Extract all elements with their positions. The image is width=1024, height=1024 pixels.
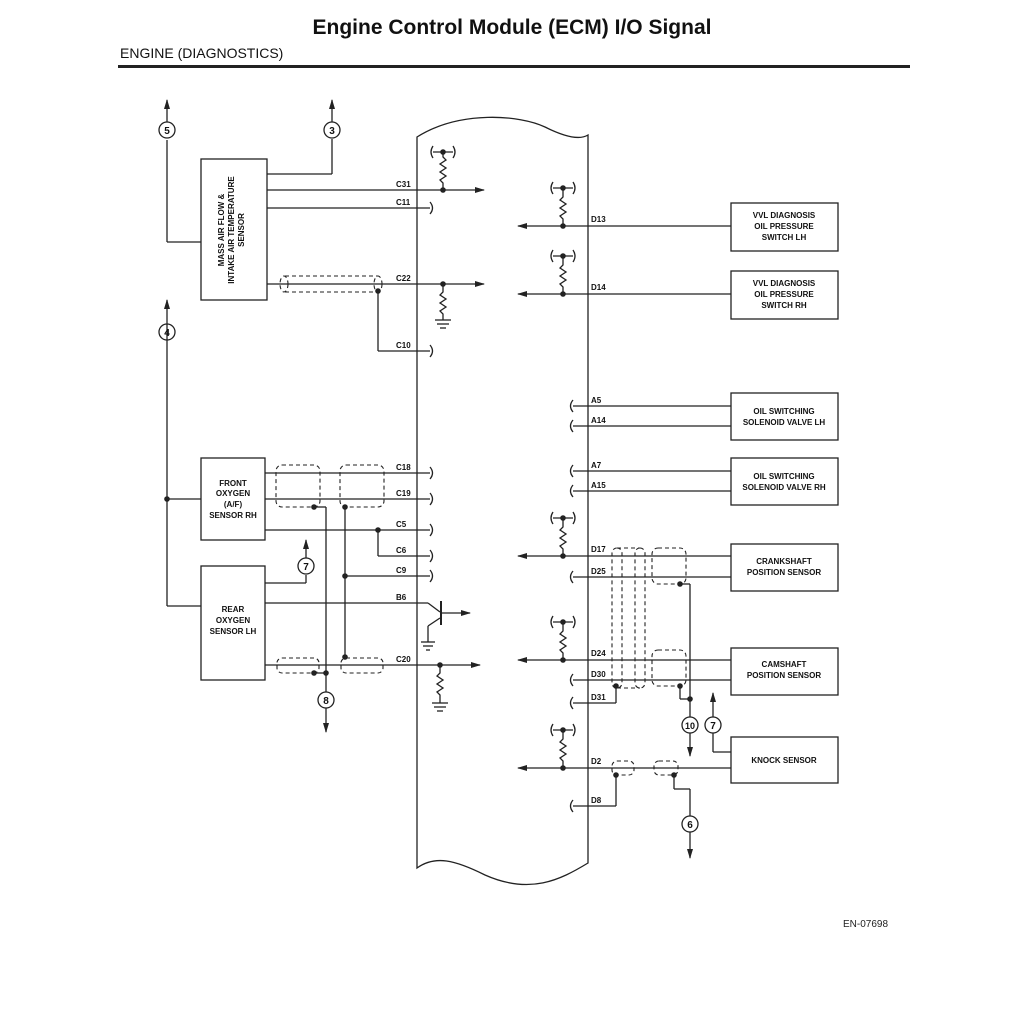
ecm-body	[416, 116, 589, 886]
pin-D30: D30	[591, 670, 606, 679]
maf-sensor-label: MASS AIR FLOW & INTAKE AIR TEMPERATURE S…	[217, 176, 246, 284]
svg-text:SENSOR RH: SENSOR RH	[209, 511, 257, 520]
svg-text:OIL PRESSURE: OIL PRESSURE	[754, 290, 814, 299]
pin-A14: A14	[591, 416, 606, 425]
svg-text:POSITION SENSOR: POSITION SENSOR	[747, 671, 821, 680]
section-label: ENGINE (DIAGNOSTICS)	[120, 45, 284, 61]
svg-text:SWITCH RH: SWITCH RH	[761, 301, 807, 310]
connector-3: 3	[323, 121, 341, 139]
pin-A15: A15	[591, 481, 606, 490]
pin-D14: D14	[591, 283, 606, 292]
front-oxygen-sensor-box	[200, 457, 266, 541]
pin-C5: C5	[396, 520, 407, 529]
maf-sensor-box	[200, 158, 268, 301]
vvl-oil-pressure-switch-rh-box	[730, 270, 839, 320]
crankshaft-label: CRANKSHAFT POSITION SENSOR	[747, 557, 821, 577]
svg-text:SWITCH LH: SWITCH LH	[762, 233, 807, 242]
pin-D2: D2	[591, 757, 602, 766]
page-title: Engine Control Module (ECM) I/O Signal	[312, 16, 712, 39]
camshaft-label: CAMSHAFT POSITION SENSOR	[747, 660, 821, 680]
pin-A7: A7	[591, 461, 602, 470]
svg-text:FRONT: FRONT	[219, 479, 247, 488]
svg-text:VVL DIAGNOSIS: VVL DIAGNOSIS	[753, 279, 816, 288]
rear-oxygen-sensor-box	[200, 565, 266, 681]
pin-C9: C9	[396, 566, 407, 575]
knock-sensor-label: KNOCK SENSOR	[751, 756, 817, 765]
svg-text:SOLENOID VALVE RH: SOLENOID VALVE RH	[742, 483, 825, 492]
svg-text:5: 5	[164, 126, 170, 137]
vvl-oil-pressure-switch-lh-box	[730, 202, 839, 252]
connector-7-right: 7	[704, 716, 722, 734]
connector-6: 6	[681, 815, 699, 833]
pin-C22: C22	[396, 274, 411, 283]
svg-text:OXYGEN: OXYGEN	[216, 489, 250, 498]
oil-switching-solenoid-valve-rh-box	[730, 457, 839, 506]
svg-text:6: 6	[687, 820, 693, 831]
pin-D13: D13	[591, 215, 606, 224]
svg-text:3: 3	[329, 126, 335, 137]
svg-text:SENSOR: SENSOR	[237, 213, 246, 247]
svg-text:POSITION SENSOR: POSITION SENSOR	[747, 568, 821, 577]
svg-text:7: 7	[303, 562, 309, 573]
osv-rh-label: OIL SWITCHING SOLENOID VALVE RH	[742, 472, 825, 492]
pin-D24: D24	[591, 649, 606, 658]
pin-D25: D25	[591, 567, 606, 576]
svg-text:OIL SWITCHING: OIL SWITCHING	[753, 472, 814, 481]
pin-C18: C18	[396, 463, 411, 472]
svg-text:10: 10	[685, 721, 695, 731]
pin-D31: D31	[591, 693, 606, 702]
svg-text:OIL SWITCHING: OIL SWITCHING	[753, 407, 814, 416]
crankshaft-position-sensor-box	[730, 543, 839, 592]
svg-text:CAMSHAFT: CAMSHAFT	[762, 660, 807, 669]
connector-7-left: 7	[297, 557, 315, 575]
pin-C31: C31	[396, 180, 411, 189]
pin-B6: B6	[396, 593, 407, 602]
pin-D8: D8	[591, 796, 602, 805]
pin-C20: C20	[396, 655, 411, 664]
svg-text:MASS AIR FLOW &: MASS AIR FLOW &	[217, 193, 226, 266]
svg-text:OIL PRESSURE: OIL PRESSURE	[754, 222, 814, 231]
header-divider	[118, 65, 910, 68]
svg-text:7: 7	[710, 721, 716, 732]
camshaft-position-sensor-box	[730, 647, 839, 696]
pin-A5: A5	[591, 396, 602, 405]
svg-text:SOLENOID VALVE LH: SOLENOID VALVE LH	[743, 418, 826, 427]
pin-C6: C6	[396, 546, 407, 555]
front-oxygen-sensor-label: FRONT OXYGEN (A/F) SENSOR RH	[209, 479, 257, 520]
svg-text:VVL DIAGNOSIS: VVL DIAGNOSIS	[753, 211, 816, 220]
vvl-rh-label: VVL DIAGNOSIS OIL PRESSURE SWITCH RH	[753, 279, 816, 310]
oil-switching-solenoid-valve-lh-box	[730, 392, 839, 441]
svg-text:4: 4	[164, 328, 170, 339]
connector-5: 5	[158, 121, 176, 139]
svg-text:CRANKSHAFT: CRANKSHAFT	[756, 557, 812, 566]
connector-8: 8	[317, 691, 335, 709]
svg-text:INTAKE AIR TEMPERATURE: INTAKE AIR TEMPERATURE	[227, 176, 236, 284]
svg-text:(A/F): (A/F)	[224, 500, 243, 509]
svg-text:SENSOR LH: SENSOR LH	[210, 627, 257, 636]
knock-sensor-box	[730, 736, 839, 784]
figure-id: EN-07698	[843, 919, 889, 930]
svg-text:OXYGEN: OXYGEN	[216, 616, 250, 625]
pin-C11: C11	[396, 198, 411, 207]
osv-lh-label: OIL SWITCHING SOLENOID VALVE LH	[743, 407, 826, 427]
pin-D17: D17	[591, 545, 606, 554]
pin-C10: C10	[396, 341, 411, 350]
svg-text:REAR: REAR	[222, 605, 245, 614]
pin-C19: C19	[396, 489, 411, 498]
rear-oxygen-sensor-label: REAR OXYGEN SENSOR LH	[210, 605, 257, 636]
svg-text:8: 8	[323, 696, 329, 707]
connector-10: 10	[681, 716, 699, 734]
vvl-lh-label: VVL DIAGNOSIS OIL PRESSURE SWITCH LH	[753, 211, 816, 242]
